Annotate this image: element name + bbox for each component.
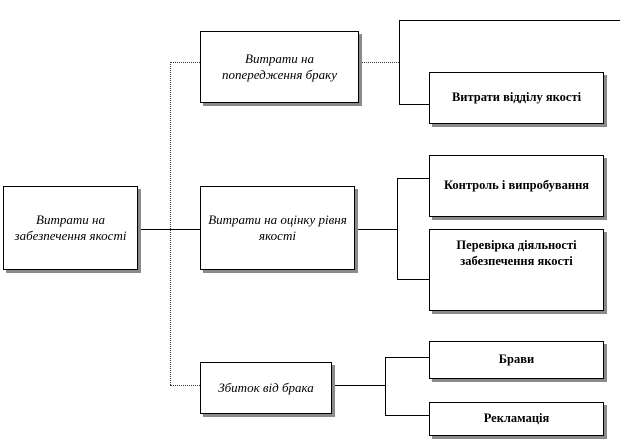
- connector-branch-1-child-1: [399, 20, 429, 21]
- connector-branch-2-out: [355, 229, 397, 230]
- branch-1-child-2-label: Витрати відділу якості: [451, 90, 582, 105]
- root-node-label: Витрати на забезпечення якості: [14, 211, 127, 243]
- branch-node-3-label: Збиток від брака: [218, 379, 314, 395]
- branch-2-child-1-label: Контроль і випробування: [443, 178, 590, 193]
- connector-branch-3: [170, 385, 200, 386]
- root-node: Витрати на забезпечення якості: [3, 186, 138, 270]
- connector-branch-3-child-2: [385, 415, 429, 416]
- branch-node-2: Витрати на оцінку рівня якості: [200, 186, 355, 270]
- connector-branch-1: [170, 62, 200, 63]
- connector-root: [138, 229, 170, 230]
- connector-branch-1-vert: [399, 20, 400, 104]
- branch-node-1: Витрати на попередження браку: [200, 31, 359, 103]
- branch-2-child-1: Контроль і випробування: [429, 155, 604, 217]
- branch-node-1-label: Витрати на попередження браку: [221, 50, 338, 82]
- connector-branch-3-vert: [385, 357, 386, 415]
- branch-3-child-1-label: Брави: [498, 352, 535, 367]
- branch-2-child-2: Перевірка діяльності забезпечення якості: [429, 229, 604, 311]
- branch-3-child-1: Брави: [429, 341, 604, 379]
- branch-node-3: Збиток від брака: [200, 362, 332, 414]
- branch-node-2-label: Витрати на оцінку рівня якості: [208, 211, 347, 243]
- branch-3-child-2: Рекламація: [429, 402, 604, 436]
- branch-2-child-2-label: Перевірка діяльності забезпечення якості: [456, 238, 577, 268]
- connector-branch-2: [170, 229, 200, 230]
- connector-branch-2-child-2: [397, 279, 429, 280]
- connector-branch-3-child-1: [385, 357, 429, 358]
- branch-1-child-2: Витрати відділу якості: [429, 72, 604, 124]
- connector-trunk: [170, 62, 171, 385]
- connector-branch-1-child-2: [399, 104, 429, 105]
- connector-branch-1-out: [359, 62, 399, 63]
- branch-1-child-1-box: [429, 20, 620, 22]
- branch-3-child-2-label: Рекламація: [483, 411, 550, 426]
- connector-branch-3-out: [332, 385, 385, 386]
- connector-branch-2-vert: [397, 178, 398, 279]
- connector-branch-2-child-1: [397, 178, 429, 179]
